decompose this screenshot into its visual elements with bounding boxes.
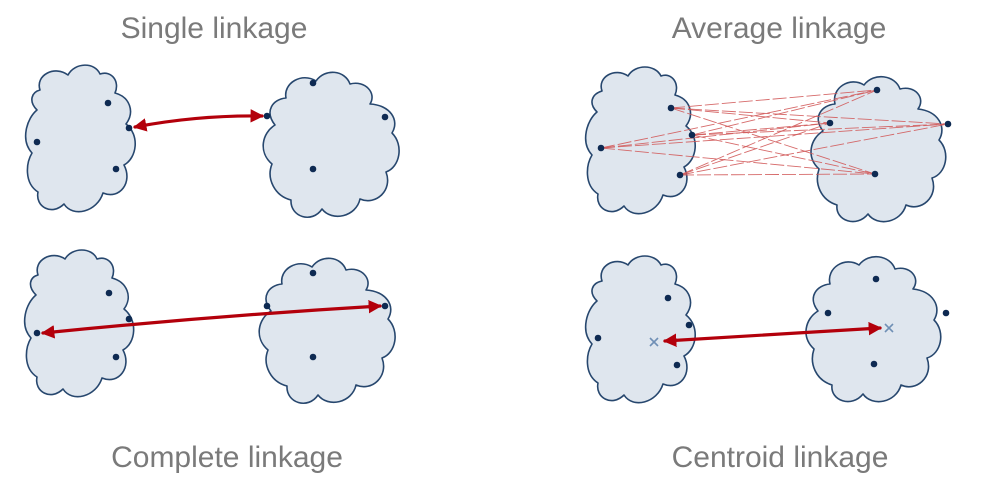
pairwise-distance-line: [600, 89, 878, 149]
data-point: [676, 171, 684, 179]
pairwise-distance-line: [691, 89, 878, 136]
cluster-left: [584, 255, 696, 404]
data-point: [309, 269, 317, 277]
data-point: [871, 170, 879, 178]
cluster-right: [258, 257, 396, 405]
panel-average-linkage: [584, 66, 952, 223]
centroid-left-marker: [649, 337, 659, 347]
centroid-right-marker: [884, 323, 894, 333]
pairwise-distance-line: [691, 122, 831, 136]
title-average-linkage: Average linkage: [672, 12, 887, 45]
data-point: [673, 361, 681, 369]
pairwise-distance-line: [670, 89, 878, 109]
centroid-linkage-arrow: [662, 321, 883, 347]
data-point: [112, 353, 120, 361]
pairwise-distance-line: [670, 107, 876, 175]
data-point: [944, 120, 952, 128]
pairwise-distance-line: [679, 173, 876, 176]
data-point: [112, 165, 120, 173]
title-complete-linkage: Complete linkage: [111, 441, 343, 474]
data-point: [667, 104, 675, 112]
pairwise-distance-line: [670, 107, 831, 124]
data-point: [309, 353, 317, 361]
data-point: [826, 119, 834, 127]
complete-linkage-arrow: [40, 299, 383, 339]
panel-complete-linkage: [23, 249, 396, 405]
data-point: [309, 79, 317, 87]
data-point: [263, 112, 271, 120]
pairwise-distance-line: [679, 123, 949, 176]
cluster-right: [262, 71, 400, 219]
pairwise-distance-lines: [600, 89, 949, 176]
panel-single-linkage: [24, 64, 400, 219]
pairwise-distance-line: [691, 123, 949, 136]
data-point: [381, 302, 389, 310]
data-point: [870, 360, 878, 368]
data-point: [685, 321, 693, 329]
data-point: [942, 309, 950, 317]
pairwise-distance-line: [691, 134, 876, 175]
data-point: [873, 86, 881, 94]
data-point: [105, 289, 113, 297]
cluster-left: [23, 249, 135, 398]
data-point: [664, 294, 672, 302]
data-point: [824, 309, 832, 317]
data-point: [594, 334, 602, 342]
data-point: [872, 275, 880, 283]
pairwise-distance-line: [600, 147, 876, 175]
pairwise-distance-line: [679, 89, 878, 176]
data-point: [33, 138, 41, 146]
cluster-right: [810, 76, 947, 223]
data-point: [688, 131, 696, 139]
data-point: [33, 329, 41, 337]
title-single-linkage: Single linkage: [121, 12, 308, 45]
data-point: [597, 144, 605, 152]
cluster-left: [584, 66, 696, 215]
data-point: [104, 99, 112, 107]
cluster-left: [24, 64, 136, 213]
pairwise-distance-line: [670, 107, 949, 125]
data-point: [263, 302, 271, 310]
title-centroid-linkage: Centroid linkage: [672, 441, 889, 474]
data-point: [125, 315, 133, 323]
pairwise-distance-line: [600, 123, 949, 149]
pairwise-distance-line: [679, 122, 831, 176]
data-point: [125, 124, 133, 132]
single-linkage-arrow: [133, 109, 265, 132]
panel-centroid-linkage: [584, 255, 950, 404]
data-point: [381, 113, 389, 121]
data-point: [309, 165, 317, 173]
